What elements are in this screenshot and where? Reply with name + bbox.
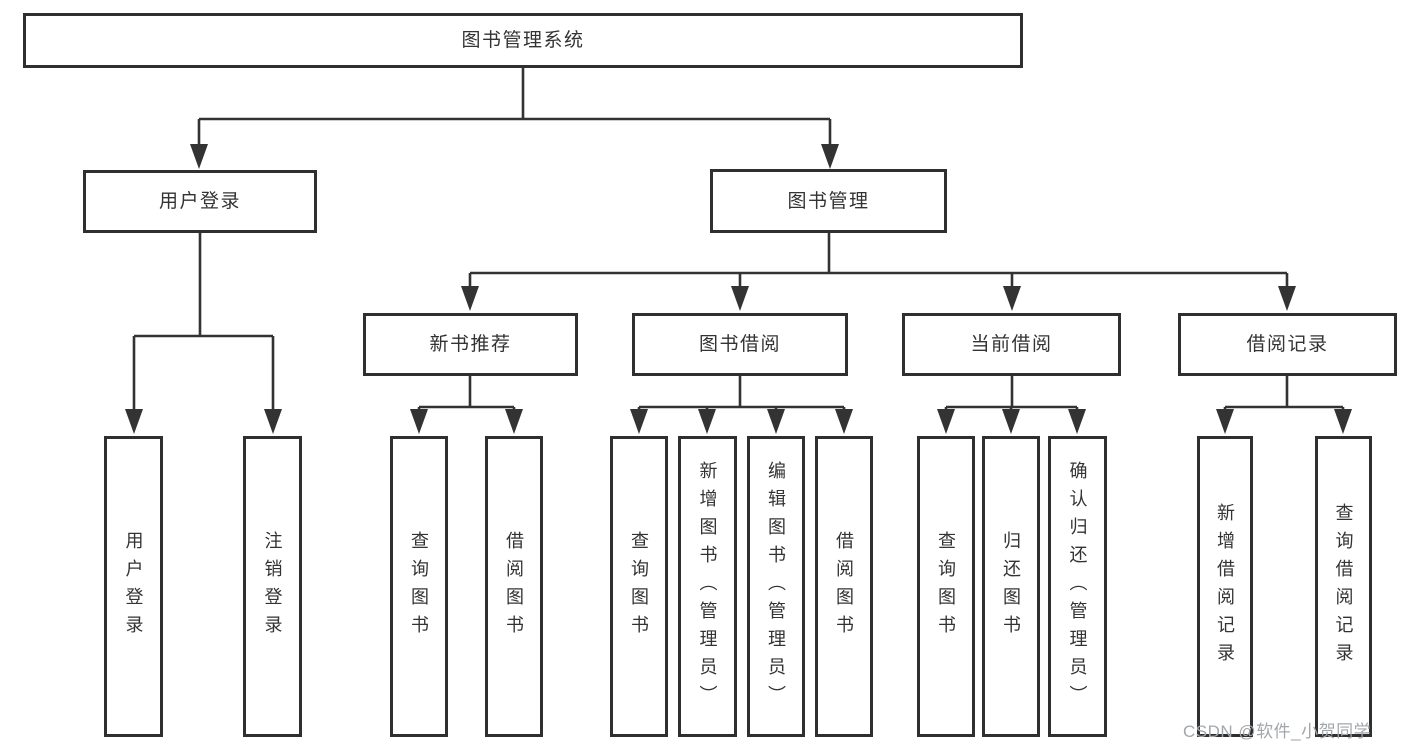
leaf-return-book: 归还图书 xyxy=(982,436,1040,737)
new-book-recommend-connectors xyxy=(410,376,523,434)
leaf-logout: 注销登录 xyxy=(243,436,302,737)
node-book-borrow: 图书借阅 xyxy=(632,313,848,376)
node-borrow-record: 借阅记录 xyxy=(1178,313,1397,376)
current-borrow-connectors xyxy=(937,376,1086,434)
node-user-login: 用户登录 xyxy=(83,170,317,233)
node-book-management: 图书管理 xyxy=(710,169,947,233)
leaf-add-book-admin: 新增图书（管理员） xyxy=(678,436,737,737)
user-login-connectors xyxy=(125,233,282,434)
leaf-borrow-book: 借阅图书 xyxy=(815,436,873,737)
leaf-confirm-return-admin: 确认归还（管理员） xyxy=(1048,436,1107,737)
leaf-user-login: 用户登录 xyxy=(104,436,163,737)
root-connectors xyxy=(190,68,839,169)
leaf-recommend-borrow-book: 借阅图书 xyxy=(485,436,543,737)
leaf-query-borrow-record: 查询借阅记录 xyxy=(1315,436,1372,737)
leaf-current-query-book: 查询图书 xyxy=(917,436,975,737)
node-root: 图书管理系统 xyxy=(23,13,1023,68)
leaf-recommend-query-book: 查询图书 xyxy=(390,436,448,737)
leaf-edit-book-admin: 编辑图书（管理员） xyxy=(747,436,805,737)
watermark: CSDN @软件_小贺同学 xyxy=(1183,722,1372,741)
leaf-add-borrow-record: 新增借阅记录 xyxy=(1197,436,1253,737)
node-current-borrow: 当前借阅 xyxy=(902,313,1121,376)
node-new-book-recommend: 新书推荐 xyxy=(363,313,578,376)
leaf-borrow-query-book: 查询图书 xyxy=(610,436,668,737)
book-borrow-connectors xyxy=(630,376,853,434)
borrow-record-connectors xyxy=(1216,376,1352,434)
book-management-connectors xyxy=(461,232,1296,311)
